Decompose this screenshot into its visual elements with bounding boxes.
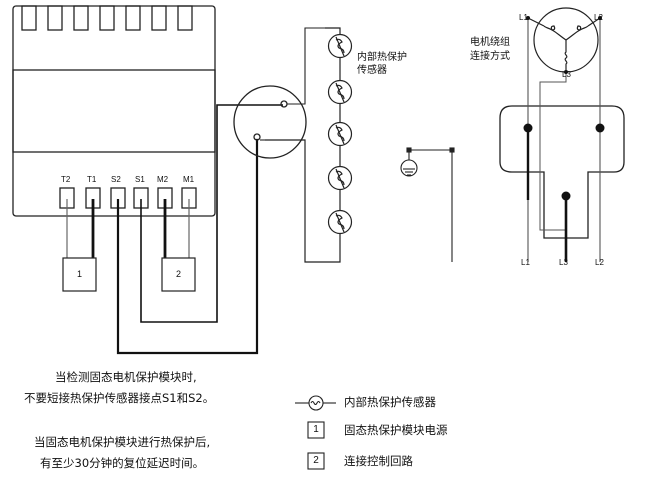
sensor-label-line2: 传感器	[357, 65, 387, 76]
terminal-label-t2: T2	[61, 175, 71, 184]
module-label-panel	[12, 69, 216, 153]
legend-item-1-text: 固态热保护模块电源	[344, 423, 448, 437]
terminal-label-s2: S2	[111, 175, 121, 184]
module-slot	[47, 5, 63, 31]
motor-top-l3: L3	[562, 70, 571, 79]
module-slot	[151, 5, 167, 31]
motor-terminal-wires	[523, 16, 605, 262]
module-slot	[125, 5, 141, 31]
box-1-power-supply	[62, 257, 97, 292]
thermal-sensor-4	[327, 165, 353, 191]
motor-bottom-l1: L1	[521, 258, 530, 267]
terminal-label-m2: M2	[157, 175, 169, 184]
motor-title-line1: 电机绕组	[470, 37, 510, 48]
module-slot	[99, 5, 115, 31]
motor-top-l1: L1	[519, 13, 528, 22]
module-slot	[177, 5, 193, 31]
sensor-chain	[265, 27, 341, 263]
supply-boxes	[62, 257, 196, 292]
thermal-sensor-5	[327, 209, 353, 235]
terminal-label-s1: S1	[135, 175, 145, 184]
motor-title-line2: 连接方式	[470, 51, 510, 62]
motor-top-l2: L2	[594, 13, 603, 22]
legend-item-2-text: 连接控制回路	[344, 454, 413, 468]
ground-symbol	[400, 147, 455, 262]
motor-bottom-l2: L2	[595, 258, 604, 267]
thermal-sensor-2	[327, 79, 353, 105]
legend-sensor-text: 内部热保护传感器	[344, 395, 436, 409]
box-1-label: 1	[76, 269, 82, 279]
sensor-label-line1: 内部热保护	[357, 52, 407, 63]
module-slot	[73, 5, 89, 31]
thermal-sensor-1	[327, 33, 353, 59]
note-2-line2: 有至少30分钟的复位延迟时间。	[40, 456, 205, 470]
module-slot	[21, 5, 37, 31]
box-2-control-circuit	[161, 257, 196, 292]
terminal-label-t1: T1	[87, 175, 97, 184]
legend-boxes	[307, 421, 325, 470]
protection-module	[12, 5, 216, 217]
connector-pin-2	[253, 133, 261, 141]
motor-terminal-block	[499, 105, 625, 239]
note-2-line1: 当固态电机保护模块进行热保护后,	[34, 435, 211, 449]
legend-sensor-symbol	[295, 395, 336, 411]
thermal-sensor-3	[327, 121, 353, 147]
note-1-line2: 不要短接热保护传感器接点S1和S2。	[24, 391, 215, 405]
connector-plug	[233, 27, 325, 159]
box-2-label: 2	[175, 269, 181, 279]
legend-box-1: 1	[313, 424, 319, 435]
terminal-label-m1: M1	[183, 175, 195, 184]
connector-circle	[233, 85, 307, 159]
note-1-line1: 当检测固态电机保护模块时,	[55, 370, 197, 384]
legend-box-2: 2	[313, 455, 319, 466]
terminal-block-outline	[499, 105, 625, 239]
motor-bottom-l3: L3	[559, 258, 568, 267]
